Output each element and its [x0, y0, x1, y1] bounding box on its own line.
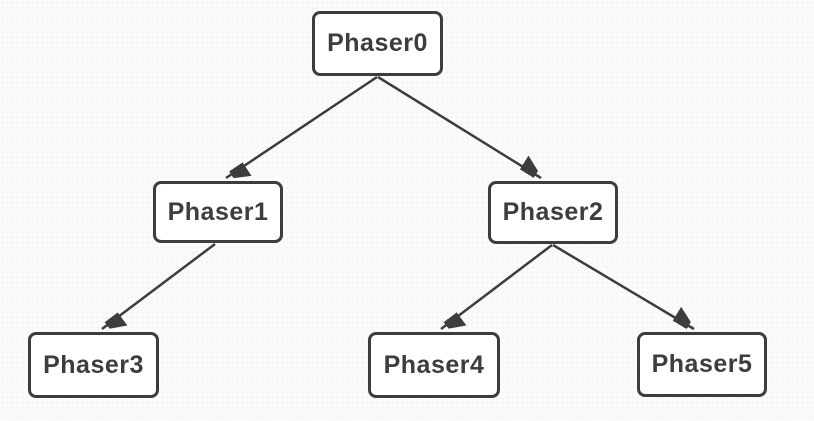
node-phaser5: Phaser5	[637, 332, 767, 397]
node-phaser3-label: Phaser3	[43, 350, 144, 379]
node-phaser2: Phaser2	[488, 181, 618, 244]
edge-phaser0-phaser2-arrow	[377, 75, 541, 180]
node-phaser0: Phaser0	[312, 11, 443, 76]
edge-phaser2-phaser5-arrow	[552, 243, 694, 331]
edge-phaser1-phaser3-arrow	[101, 243, 216, 329]
edge-phaser2-phaser4-arrow	[440, 244, 553, 329]
node-phaser1: Phaser1	[153, 181, 283, 243]
edge-phaser0-phaser1-arrow	[225, 75, 378, 178]
node-phaser0-label: Phaser0	[327, 29, 428, 57]
node-phaser4: Phaser4	[368, 332, 500, 398]
node-phaser3: Phaser3	[28, 332, 159, 398]
node-phaser5-label: Phaser5	[651, 350, 753, 378]
node-phaser2-label: Phaser2	[502, 198, 604, 226]
node-phaser4-label: Phaser4	[383, 350, 485, 379]
node-phaser1-label: Phaser1	[167, 197, 269, 226]
